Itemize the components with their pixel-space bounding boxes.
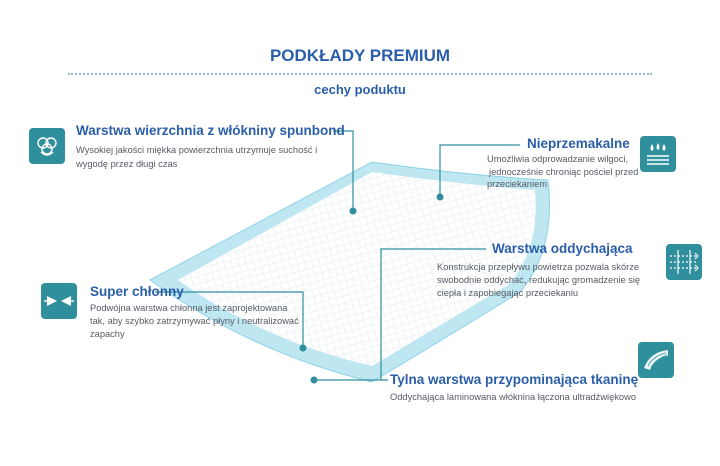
feature-waterproof-desc-3: przeciekaniem bbox=[487, 179, 547, 189]
feature-breathable-desc-1: Konstrukcja przepływu powietrza pozwala … bbox=[437, 262, 640, 272]
cotton-flower-icon bbox=[29, 128, 65, 164]
water-drops-icon bbox=[640, 136, 676, 172]
feature-top-layer-desc-1: Wysokiej jakości miękka powierzchnia utr… bbox=[76, 145, 318, 155]
title-divider bbox=[68, 73, 652, 75]
leader-top-layer bbox=[333, 130, 354, 210]
feature-back-layer-title: Tylna warstwa przypominająca tkaninę bbox=[390, 372, 639, 387]
feature-absorbent-title: Super chłonny bbox=[90, 284, 184, 299]
compress-arrows-icon bbox=[41, 283, 77, 319]
leader-breathable bbox=[380, 248, 486, 380]
fabric-wave-icon bbox=[638, 342, 674, 378]
feature-breathable-desc-2: swobodnie oddychać, redukując gromadzeni… bbox=[437, 275, 641, 285]
feature-waterproof-desc-1: Umożliwia odprowadzanie wilgoci, bbox=[487, 154, 629, 164]
feature-top-layer-desc-2: wygodę przez długi czas bbox=[76, 159, 178, 169]
feature-waterproof-desc-2: jednocześnie chroniąc pościel przed bbox=[489, 167, 639, 177]
airflow-arrows-icon bbox=[666, 244, 702, 280]
point-top-layer bbox=[349, 207, 357, 215]
leader-waterproof bbox=[439, 144, 520, 196]
feature-breathable-title: Warstwa oddychająca bbox=[492, 241, 633, 256]
feature-absorbent-desc-3: zapachy bbox=[90, 329, 125, 339]
point-absorbent bbox=[299, 344, 307, 352]
feature-absorbent-desc-1: Podwójna warstwa chłonna jest zaprojekto… bbox=[90, 303, 288, 313]
page-title: PODKŁADY PREMIUM bbox=[269, 46, 451, 65]
point-back-layer bbox=[310, 376, 318, 384]
leader-absorbent bbox=[155, 291, 304, 350]
feature-waterproof-title: Nieprzemakalne bbox=[527, 136, 630, 151]
point-waterproof bbox=[436, 193, 444, 201]
feature-breathable-desc-3: ciepła i zapobiegając przeciekaniu bbox=[437, 288, 579, 298]
page-subtitle: cechy poduktu bbox=[314, 82, 406, 97]
feature-back-layer-desc-1: Oddychająca laminowana włóknina łączona … bbox=[390, 392, 636, 402]
feature-top-layer-title: Warstwa wierzchnia z włókniny spunbond bbox=[76, 123, 345, 138]
feature-absorbent-desc-2: tak, aby szybko zatrzymywać płyny i neut… bbox=[90, 316, 299, 326]
